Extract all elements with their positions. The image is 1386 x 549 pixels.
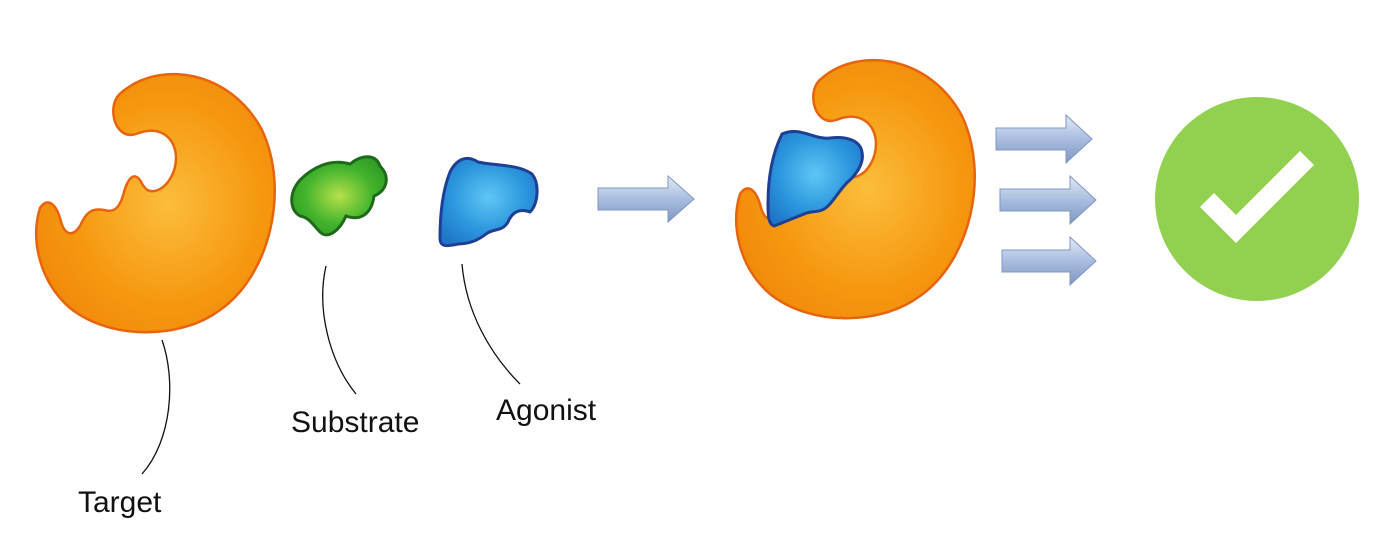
bound-agonist bbox=[766, 130, 864, 228]
target-agonist-complex bbox=[735, 58, 976, 320]
right-arrow-icon bbox=[597, 174, 695, 224]
substrate-molecule bbox=[290, 155, 388, 237]
substrate-label: Substrate bbox=[291, 406, 419, 439]
agonist-label: Agonist bbox=[496, 394, 597, 427]
agonist-leader-line bbox=[461, 263, 521, 385]
checkmark-icon bbox=[1155, 97, 1359, 301]
right-arrow-icon bbox=[999, 174, 1097, 226]
target-leader-line bbox=[141, 339, 171, 475]
agonist-molecule bbox=[438, 156, 539, 248]
target-enzyme bbox=[35, 72, 276, 334]
target-label: Target bbox=[78, 486, 162, 519]
right-arrow-icon bbox=[1001, 235, 1097, 287]
substrate-leader-line bbox=[322, 265, 357, 395]
right-arrow-icon bbox=[995, 113, 1093, 165]
